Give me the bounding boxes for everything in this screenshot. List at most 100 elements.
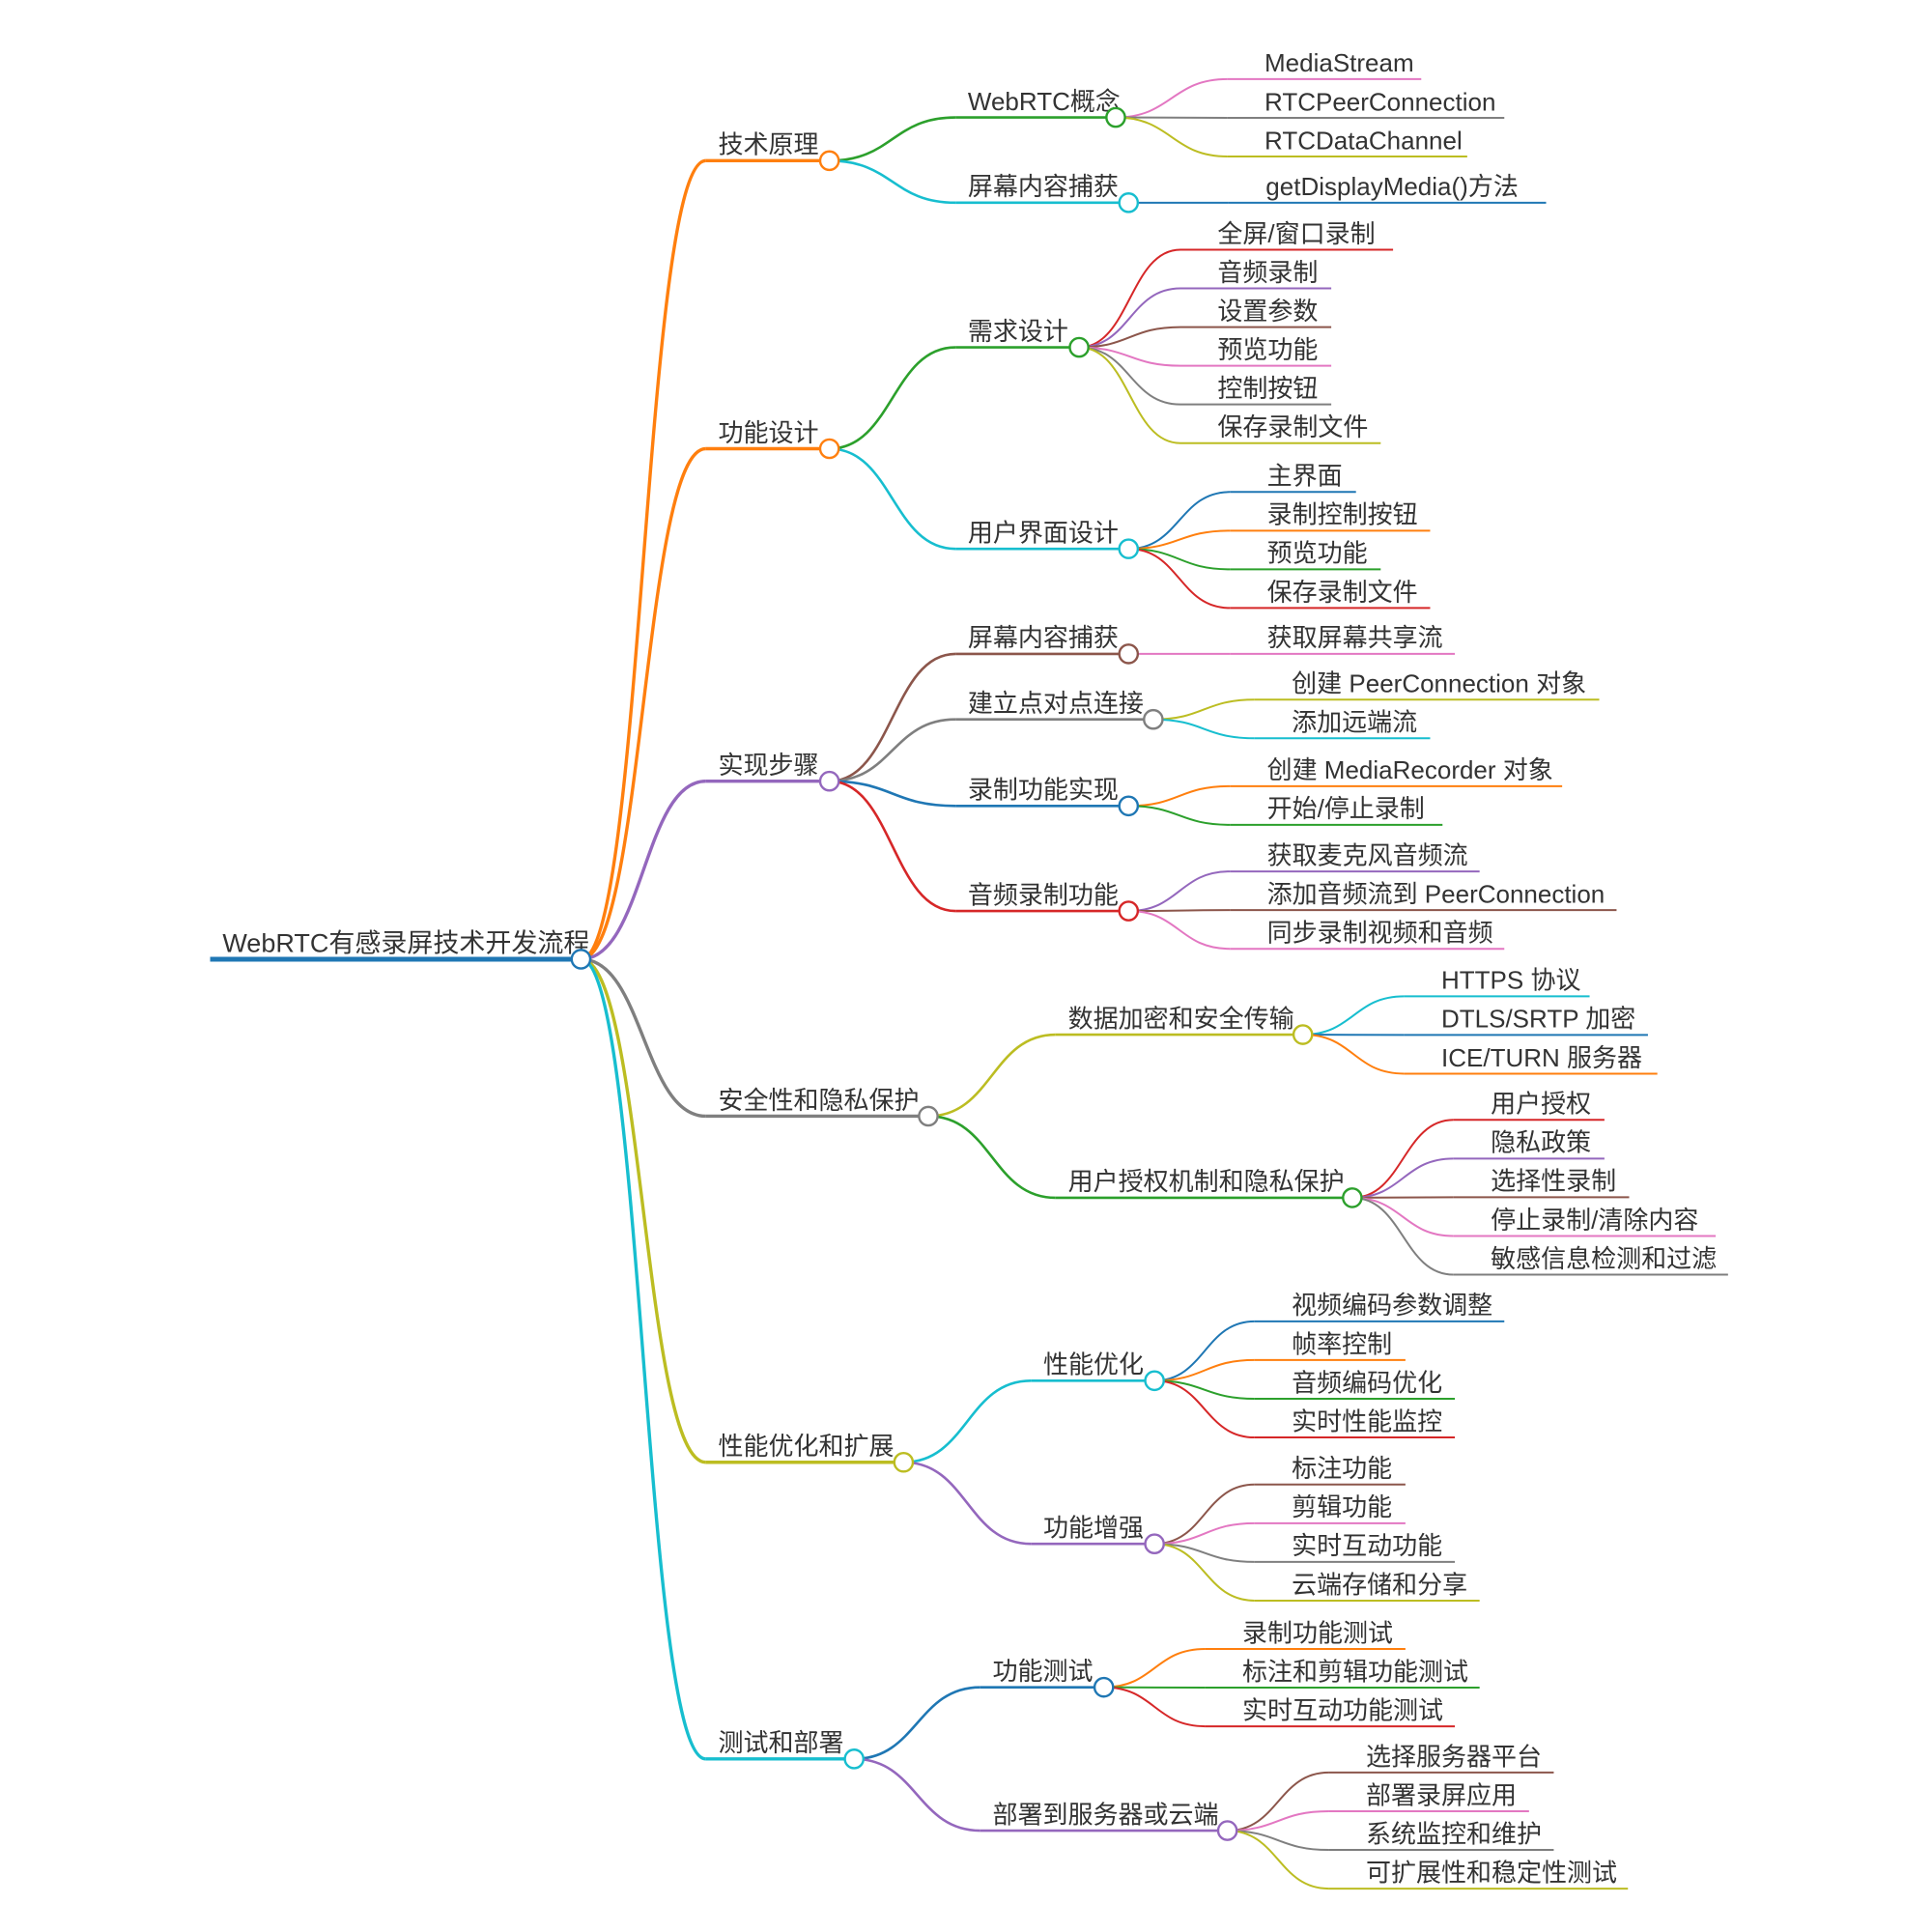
- leaf-label-1-0-1: 音频录制: [1217, 258, 1318, 287]
- topic-toggle-4-0[interactable]: [1144, 1370, 1165, 1392]
- topic-toggle-5-0[interactable]: [1093, 1676, 1115, 1698]
- leaf-label-4-0-0: 视频编码参数调整: [1292, 1291, 1492, 1320]
- edge-topic-5-0-to-leaf-0: [1103, 1647, 1206, 1689]
- root-toggle[interactable]: [570, 949, 592, 970]
- edge-topic-1-0-to-leaf-0: [1079, 248, 1181, 349]
- topic-toggle-2-3[interactable]: [1118, 900, 1140, 922]
- branch-toggle-1[interactable]: [818, 438, 840, 460]
- topic-label-3-0: 数据加密和安全传输: [1068, 1004, 1294, 1033]
- root-label: WebRTC有感录屏技术开发流程: [222, 928, 589, 957]
- edge-topic-1-0-to-leaf-4: [1079, 346, 1181, 406]
- leaf-label-4-1-2: 实时互动功能: [1292, 1531, 1442, 1560]
- edge-topic-3-0-to-leaf-0: [1302, 995, 1405, 1037]
- topic-label-2-1: 建立点对点连接: [968, 689, 1144, 718]
- edge-topic-4-0-to-leaf-1: [1154, 1358, 1255, 1382]
- leaf-label-4-1-3: 云端存储和分享: [1292, 1570, 1467, 1599]
- edge-topic-1-1-to-leaf-2: [1128, 548, 1231, 571]
- leaf-label-3-0-1: DTLS/SRTP 加密: [1441, 1005, 1635, 1034]
- edge-branch-4-to-topic-1: [903, 1461, 1032, 1546]
- edge-branch-2-to-topic-3: [829, 780, 956, 913]
- leaf-label-5-0-2: 实时互动功能测试: [1242, 1695, 1443, 1724]
- edge-topic-5-0-to-leaf-2: [1103, 1686, 1206, 1728]
- leaf-label-2-0-0: 获取屏幕共享流: [1267, 623, 1443, 652]
- edge-branch-2-to-topic-0: [829, 652, 956, 783]
- leaf-label-2-1-1: 添加远端流: [1292, 708, 1417, 737]
- leaf-label-2-3-2: 同步录制视频和音频: [1267, 919, 1493, 948]
- leaf-label-2-2-0: 创建 MediaRecorder 对象: [1267, 755, 1553, 784]
- edge-topic-4-0-to-leaf-0: [1154, 1320, 1255, 1382]
- topic-label-3-1: 用户授权机制和隐私保护: [1068, 1167, 1345, 1196]
- edge-topic-2-3-to-leaf-2: [1128, 910, 1231, 951]
- topic-toggle-3-0[interactable]: [1292, 1024, 1314, 1045]
- edge-branch-4-to-topic-0: [903, 1379, 1032, 1464]
- edge-topic-1-0-to-leaf-1: [1079, 287, 1181, 349]
- leaf-label-3-1-1: 隐私政策: [1491, 1128, 1591, 1157]
- edge-branch-1-to-topic-0: [829, 346, 956, 450]
- topic-toggle-2-1[interactable]: [1143, 708, 1164, 730]
- edge-topic-4-1-to-leaf-3: [1154, 1543, 1255, 1602]
- edge-topic-0-0-to-leaf-2: [1115, 116, 1228, 157]
- leaf-label-2-2-1: 开始/停止录制: [1267, 794, 1425, 823]
- edge-topic-1-0-to-leaf-5: [1079, 346, 1181, 444]
- branch-toggle-3[interactable]: [918, 1105, 939, 1127]
- topic-toggle-4-1[interactable]: [1144, 1533, 1165, 1555]
- edge-branch-2-to-topic-2: [829, 780, 956, 808]
- topic-label-4-1: 功能增强: [1043, 1514, 1144, 1543]
- leaf-label-3-1-4: 敏感信息检测和过滤: [1491, 1244, 1717, 1273]
- leaf-label-5-0-1: 标注和剪辑功能测试: [1242, 1657, 1468, 1686]
- leaf-label-3-1-3: 停止录制/清除内容: [1491, 1206, 1698, 1235]
- topic-label-1-1: 用户界面设计: [968, 518, 1119, 547]
- edge-topic-3-1-to-leaf-0: [1351, 1119, 1454, 1199]
- edge-topic-3-1-to-leaf-2: [1351, 1196, 1454, 1199]
- leaf-label-4-1-1: 剪辑功能: [1292, 1492, 1392, 1521]
- leaf-label-2-1-0: 创建 PeerConnection 对象: [1292, 669, 1586, 698]
- branch-toggle-0[interactable]: [818, 150, 840, 172]
- leaf-label-1-1-2: 预览功能: [1267, 539, 1368, 568]
- topic-toggle-1-0[interactable]: [1068, 336, 1090, 358]
- leaf-label-3-0-0: HTTPS 协议: [1441, 966, 1580, 995]
- leaf-label-1-1-3: 保存录制文件: [1267, 578, 1418, 607]
- topic-label-0-0: WebRTC概念: [968, 87, 1121, 116]
- edge-branch-2-to-topic-1: [829, 718, 956, 783]
- topic-toggle-0-1[interactable]: [1118, 192, 1140, 213]
- branch-label-2: 实现步骤: [718, 751, 818, 780]
- edge-topic-4-1-to-leaf-2: [1154, 1543, 1255, 1563]
- topic-toggle-3-1[interactable]: [1342, 1187, 1363, 1208]
- edge-branch-0-to-topic-0: [829, 116, 956, 162]
- edge-topic-4-0-to-leaf-2: [1154, 1379, 1255, 1400]
- edge-topic-2-1-to-leaf-1: [1152, 718, 1255, 740]
- edge-topic-4-0-to-leaf-3: [1154, 1379, 1255, 1439]
- branch-toggle-5[interactable]: [843, 1748, 865, 1770]
- branch-label-3: 安全性和隐私保护: [718, 1086, 919, 1115]
- topic-label-2-3: 音频录制功能: [968, 880, 1119, 909]
- edge-branch-1-to-topic-1: [829, 447, 956, 551]
- edge-topic-1-1-to-leaf-1: [1128, 529, 1231, 551]
- edge-topic-2-3-to-leaf-1: [1128, 909, 1231, 913]
- edge-topic-5-1-to-leaf-0: [1227, 1771, 1329, 1833]
- topic-toggle-5-1[interactable]: [1216, 1820, 1238, 1841]
- edge-root-to-branch-1: [581, 446, 706, 961]
- edge-branch-3-to-topic-0: [927, 1033, 1056, 1118]
- branch-label-1: 功能设计: [718, 418, 818, 447]
- edge-root-to-branch-0: [580, 158, 707, 961]
- topic-toggle-2-0[interactable]: [1118, 643, 1140, 665]
- leaf-label-4-0-2: 音频编码优化: [1292, 1368, 1442, 1397]
- edge-branch-0-to-topic-1: [829, 159, 956, 205]
- leaf-label-4-0-1: 帧率控制: [1292, 1329, 1392, 1358]
- topic-toggle-0-0[interactable]: [1105, 106, 1126, 128]
- edge-topic-1-0-to-leaf-3: [1079, 346, 1181, 367]
- branch-toggle-2[interactable]: [818, 770, 840, 792]
- topic-toggle-1-1[interactable]: [1118, 538, 1140, 559]
- leaf-label-1-1-1: 录制控制按钮: [1267, 500, 1418, 529]
- topic-toggle-2-2[interactable]: [1118, 795, 1140, 817]
- edge-topic-0-0-to-leaf-0: [1115, 77, 1228, 119]
- edge-root-to-branch-2: [581, 780, 706, 961]
- leaf-label-2-3-0: 获取麦克风音频流: [1267, 840, 1468, 869]
- leaf-label-5-1-1: 部署录屏应用: [1366, 1780, 1517, 1809]
- edge-topic-3-0-to-leaf-2: [1302, 1034, 1405, 1075]
- mindmap-labels: WebRTC有感录屏技术开发流程技术原理WebRTC概念MediaStreamR…: [222, 48, 1717, 1887]
- topic-label-0-1: 屏幕内容捕获: [968, 172, 1119, 201]
- edge-topic-4-1-to-leaf-1: [1154, 1521, 1255, 1546]
- branch-toggle-4[interactable]: [893, 1451, 915, 1473]
- edge-topic-2-2-to-leaf-0: [1128, 784, 1231, 808]
